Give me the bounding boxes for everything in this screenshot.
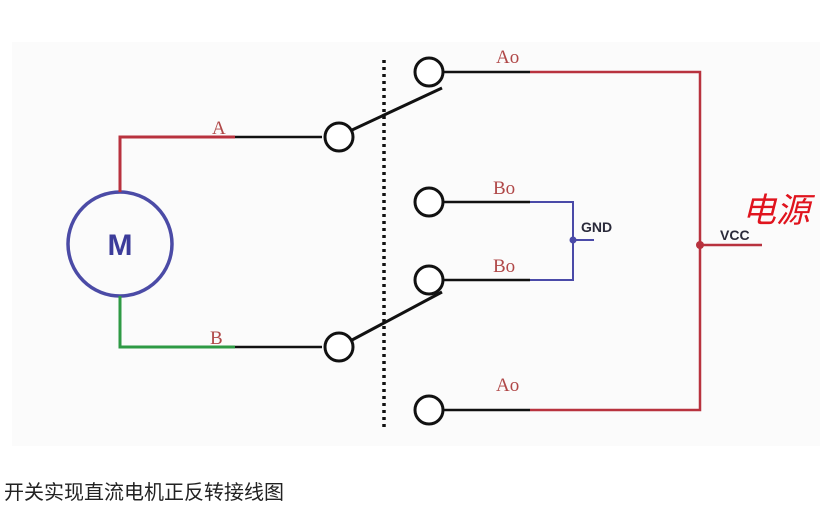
gnd-junction <box>569 236 577 244</box>
switch-pivot-upper <box>323 121 355 153</box>
contact-mid-upper-label: Bo <box>493 178 515 199</box>
switch-blade-upper <box>351 86 443 132</box>
vcc-wire <box>530 70 702 412</box>
switch-blade-lower <box>351 290 443 342</box>
gnd-label: GND <box>581 219 612 235</box>
contact-bottom-label: Ao <box>496 375 519 396</box>
contact-bottom <box>413 394 445 426</box>
contact-mid-lower-label: Bo <box>493 256 515 277</box>
diagram-caption: 开关实现直流电机正反转接线图 <box>4 480 284 504</box>
terminal-b-wire <box>118 296 235 349</box>
contact-top <box>413 56 445 88</box>
motor-label: M <box>108 229 133 262</box>
gnd-wire <box>530 201 574 281</box>
contact-mid-lower <box>413 264 445 296</box>
power-note: 电源 <box>742 191 816 231</box>
vcc-label: VCC <box>720 227 750 243</box>
terminal-a-wire <box>118 135 235 192</box>
terminal-b-label: B <box>210 328 223 349</box>
terminal-a-label: A <box>212 118 226 139</box>
contact-mid-upper <box>413 186 445 218</box>
switch-pivot-lower <box>323 331 355 363</box>
contact-top-label: Ao <box>496 47 519 68</box>
vcc-junction <box>696 241 704 249</box>
diagram-panel <box>12 42 820 446</box>
